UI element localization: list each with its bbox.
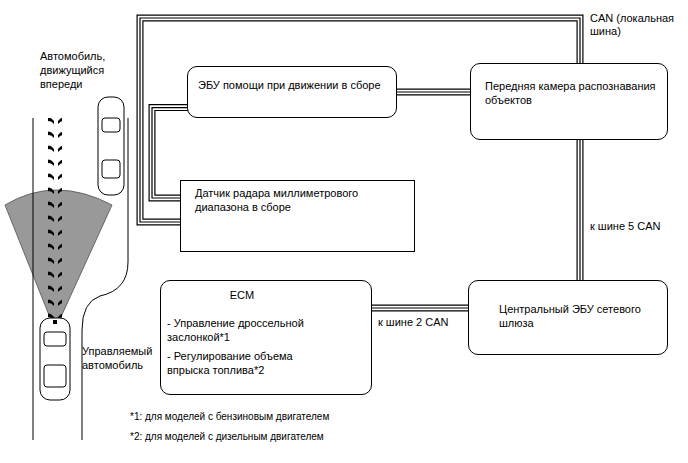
vehicle-label: Автомобиль, движущийся впереди [40, 50, 132, 91]
process-box: ECM - Управление дроссельной заслонкой*1 -… [160, 280, 372, 395]
bus-label: CAN (локальная шина) [588, 12, 684, 38]
lead-car [98, 97, 124, 195]
road-edge [33, 118, 34, 440]
can-bus-line [372, 308, 468, 309]
process-box: Центральный ЭБУ сетевого шлюза [468, 280, 668, 355]
process-box: ЭБУ помощи при движении в сборе [187, 66, 397, 118]
box-body: - Управление дроссельной заслонкой*1 [167, 317, 317, 345]
process-box: Передняя камера распознавания объектов [470, 63, 668, 140]
process-box: Датчик радара миллиметрового диапазона в… [180, 180, 415, 252]
box-body: - Регулирование объема впрыска топлива*2 [167, 350, 317, 378]
box-title: Передняя камера распознавания объектов [485, 80, 657, 108]
footnote: *2: для моделей с дизельным двигателем [130, 431, 530, 444]
box-title: ECM [207, 289, 277, 303]
bus-label: к шине 5 CAN [588, 220, 663, 233]
box-title: Центральный ЭБУ сетевого шлюза [499, 303, 659, 331]
box-title: Датчик радара миллиметрового диапазона в… [195, 187, 406, 215]
travel-path [48, 118, 62, 318]
vehicle-label: Управляемый автомобиль [82, 345, 170, 373]
can-bus-line [397, 92, 470, 93]
bus-label: к шине 2 CAN [376, 316, 451, 329]
footnote: *1: для моделей с бензиновым двигателем [130, 411, 530, 424]
can-bus-line [580, 140, 581, 280]
controlled-car [40, 318, 70, 400]
box-title: ЭБУ помощи при движении в сборе [198, 79, 386, 93]
